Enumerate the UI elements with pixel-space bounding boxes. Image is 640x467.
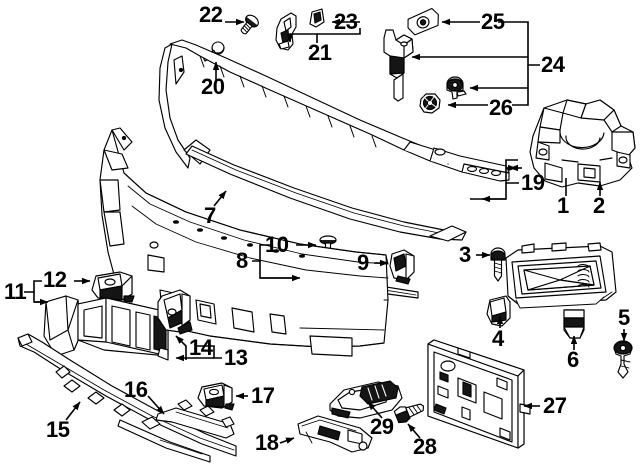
part-11-end-cap bbox=[43, 295, 81, 357]
callout-28[interactable]: 28 bbox=[413, 434, 437, 459]
callout-4[interactable]: 4 bbox=[492, 326, 504, 351]
part-21-grille-bracket bbox=[275, 12, 297, 51]
part-7-upper-valance bbox=[158, 43, 467, 242]
callout-11[interactable]: 11 bbox=[4, 279, 27, 304]
callout-7[interactable]: 7 bbox=[204, 203, 216, 228]
callout-12[interactable]: 12 bbox=[43, 267, 67, 292]
callout-1[interactable]: 1 bbox=[557, 193, 569, 218]
callout-26[interactable]: 26 bbox=[489, 95, 513, 120]
part-18-striker-bracket bbox=[297, 415, 373, 453]
callout-21[interactable]: 21 bbox=[308, 40, 332, 65]
leader-24-down bbox=[512, 65, 529, 106]
callout-14[interactable]: 14 bbox=[189, 335, 213, 360]
part-3-screw bbox=[490, 247, 506, 282]
leader-16 bbox=[147, 395, 165, 415]
part-4-retainer-clip bbox=[486, 295, 511, 327]
leader-15 bbox=[65, 401, 81, 421]
leader-14 bbox=[175, 335, 187, 360]
callout-5[interactable]: 5 bbox=[618, 305, 630, 330]
callout-13[interactable]: 13 bbox=[224, 345, 248, 370]
part-17-clip-nut bbox=[197, 382, 235, 411]
part-25-nut bbox=[407, 7, 439, 36]
part-16-deflector-trim bbox=[155, 399, 235, 439]
part-6-bushing bbox=[563, 309, 585, 339]
part-29-latch-assembly bbox=[329, 380, 403, 419]
part-1-headlamp-bracket bbox=[529, 99, 636, 188]
leader-18 bbox=[279, 437, 295, 444]
callout-18[interactable]: 18 bbox=[255, 430, 279, 455]
leader-11-b1 bbox=[24, 280, 42, 293]
callout-27[interactable]: 27 bbox=[543, 393, 567, 418]
callout-2[interactable]: 2 bbox=[593, 193, 605, 218]
callout-29[interactable]: 29 bbox=[370, 414, 394, 439]
part-15-air-dam bbox=[17, 333, 237, 463]
part-14-valance-bracket bbox=[157, 289, 193, 335]
callout-19[interactable]: 19 bbox=[521, 170, 545, 195]
part-24-bracket bbox=[383, 29, 414, 102]
leader-19-b1 bbox=[505, 159, 519, 184]
leader-11-b2 bbox=[33, 292, 42, 303]
callout-10[interactable]: 10 bbox=[265, 232, 289, 257]
callout-20[interactable]: 20 bbox=[201, 74, 225, 99]
leader-24-up bbox=[498, 21, 540, 66]
callout-17[interactable]: 17 bbox=[251, 383, 275, 408]
callout-16[interactable]: 16 bbox=[124, 377, 148, 402]
part-24-pin bbox=[446, 76, 467, 100]
part-27-license-bracket bbox=[427, 339, 531, 449]
leader-7 bbox=[213, 190, 227, 207]
callout-8[interactable]: 8 bbox=[236, 248, 248, 273]
part-13-air-deflector bbox=[77, 297, 169, 361]
callout-22[interactable]: 22 bbox=[199, 2, 223, 27]
leader-28 bbox=[407, 423, 421, 439]
callout-15[interactable]: 15 bbox=[46, 417, 70, 442]
callout-25[interactable]: 25 bbox=[481, 9, 505, 34]
part-22-bolt bbox=[236, 12, 262, 38]
part-23-clip bbox=[309, 8, 325, 28]
leader-8-b1 bbox=[252, 244, 272, 262]
part-fog-lamp bbox=[505, 242, 617, 309]
callout-23[interactable]: 23 bbox=[334, 9, 358, 34]
part-9-bracket-clip bbox=[389, 249, 415, 285]
part-26-flange-nut bbox=[419, 93, 441, 114]
part-19-reinforcement bbox=[169, 39, 510, 182]
leader-21-tie bbox=[317, 28, 361, 35]
callout-3[interactable]: 3 bbox=[459, 242, 471, 267]
leader-29 bbox=[367, 401, 383, 419]
callout-24[interactable]: 24 bbox=[541, 52, 565, 77]
part-12-nut-plate bbox=[91, 271, 135, 303]
callout-9[interactable]: 9 bbox=[357, 250, 369, 275]
callout-6[interactable]: 6 bbox=[567, 347, 579, 372]
leader-13-b1 bbox=[196, 345, 222, 359]
part-28-license-screw bbox=[393, 403, 425, 424]
leader-19-b2 bbox=[470, 183, 507, 200]
part-5-push-pin bbox=[613, 340, 633, 379]
